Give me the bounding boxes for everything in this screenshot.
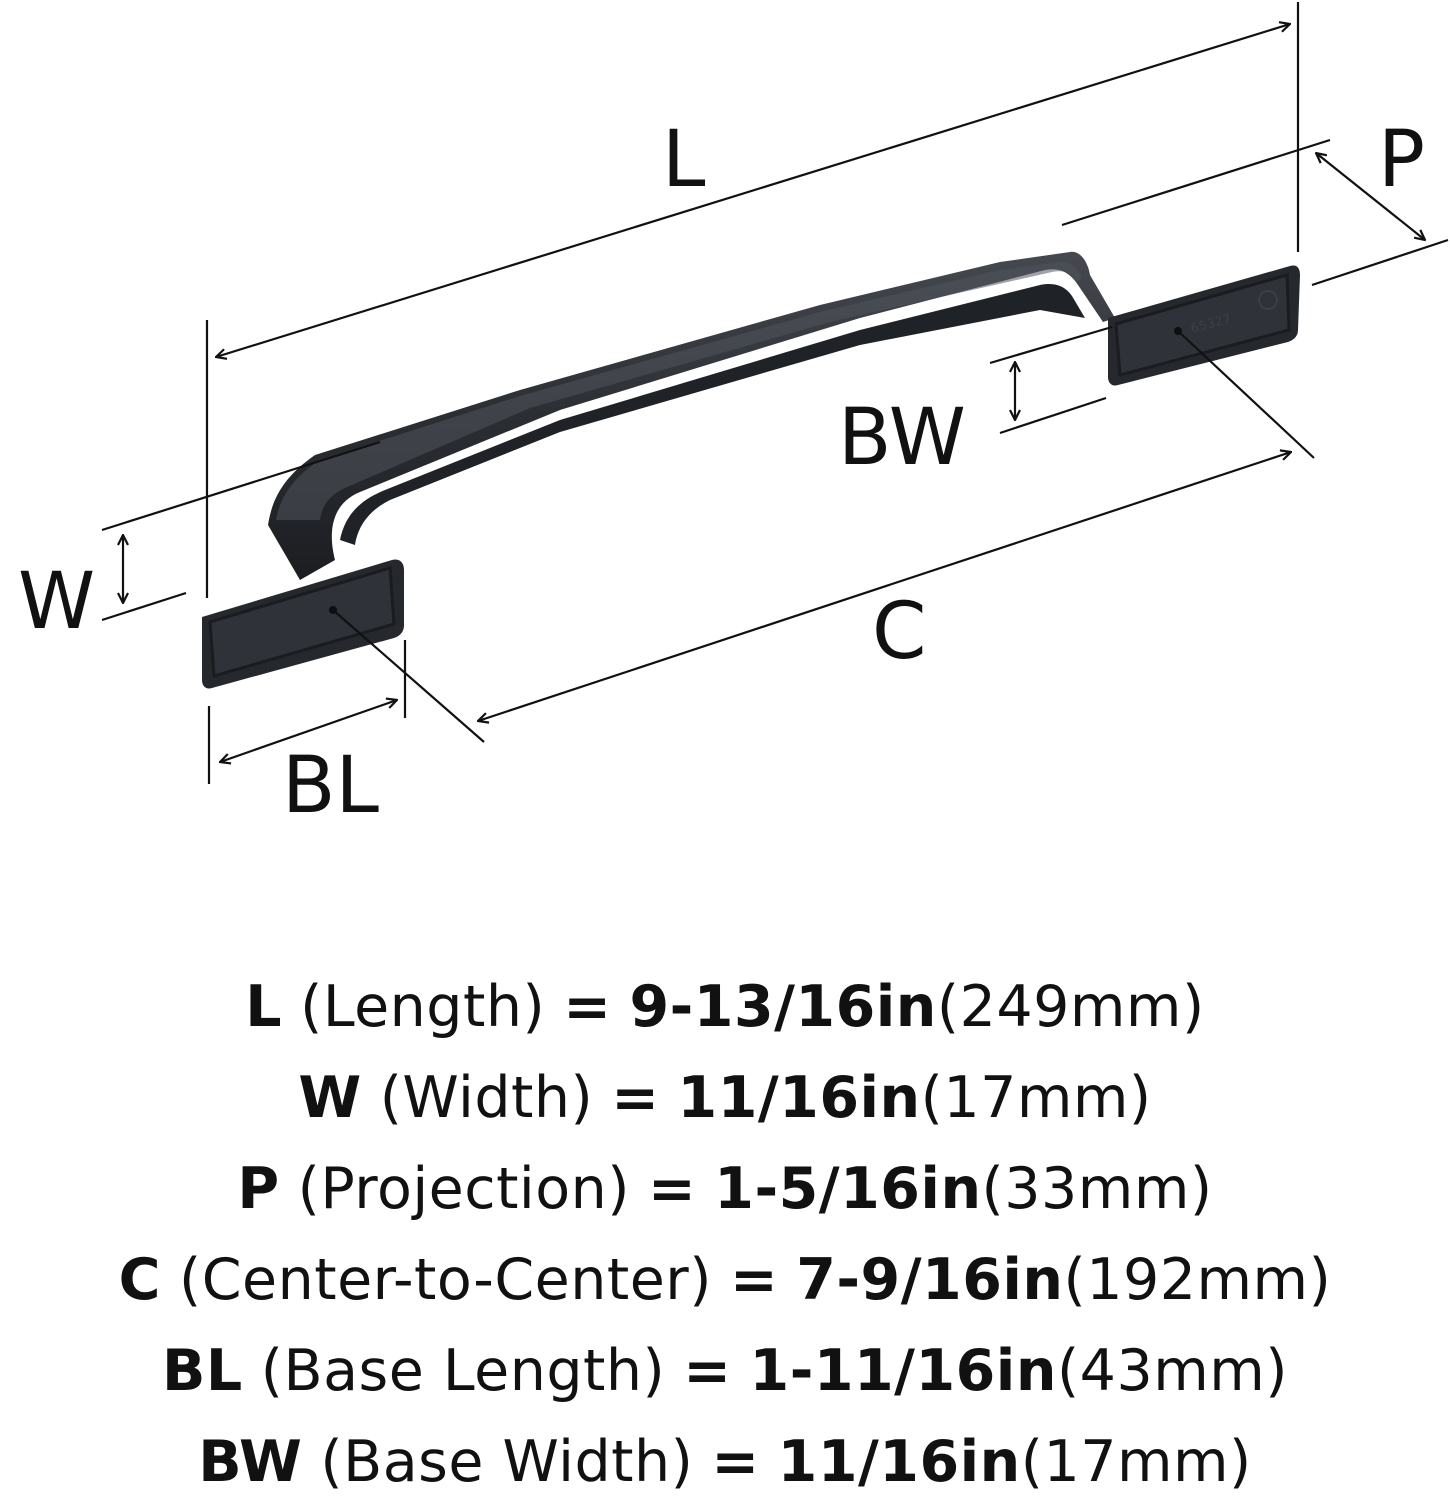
spec-code: W	[298, 1065, 362, 1131]
bw-extension-top	[989, 325, 1113, 365]
w-extension-top	[101, 440, 381, 532]
l-dimension-arrow	[216, 24, 1290, 357]
spec-row-center-to-center: C (Center-to-Center) = 7-9/16in (192mm)	[0, 1235, 1450, 1326]
spec-inches: 11/16in	[677, 1065, 921, 1131]
spec-code: BW	[198, 1429, 303, 1495]
label-bl: BL	[282, 741, 380, 831]
spec-name: (Base Width)	[320, 1429, 694, 1495]
spec-equals: =	[729, 1247, 779, 1313]
spec-code: P	[237, 1156, 280, 1222]
spec-name: (Projection)	[297, 1156, 631, 1222]
spec-code: BL	[161, 1338, 243, 1404]
w-extension-bottom	[101, 591, 187, 622]
spec-row-length: L (Length) = 9-13/16in (249mm)	[0, 962, 1450, 1053]
spec-equals: =	[563, 974, 612, 1040]
p-extension-bottom	[1311, 238, 1449, 287]
c-dimension-arrow	[478, 452, 1291, 721]
spec-name: (Center-to-Center)	[179, 1247, 712, 1313]
label-p: P	[1378, 115, 1425, 205]
spec-inches: 11/16in	[777, 1429, 1021, 1495]
spec-equals: =	[683, 1338, 732, 1404]
spec-row-width: W (Width) = 11/16in (17mm)	[0, 1053, 1450, 1144]
spec-inches: 9-13/16in	[629, 974, 937, 1040]
spec-millimeters: (43mm)	[1056, 1338, 1288, 1404]
spec-inches: 1-11/16in	[749, 1338, 1057, 1404]
spec-equals: =	[611, 1065, 660, 1131]
label-l: L	[662, 115, 706, 205]
dimension-lines	[101, 2, 1449, 784]
label-bw: BW	[838, 393, 966, 483]
bw-extension-bottom	[999, 396, 1107, 435]
spec-millimeters: (192mm)	[1063, 1247, 1332, 1313]
spec-row-base-length: BL (Base Length) = 1-11/16in (43mm)	[0, 1326, 1450, 1417]
spec-row-projection: P (Projection) = 1-5/16in (33mm)	[0, 1144, 1450, 1235]
dimension-diagram: 65327 L P BW W C	[18, 2, 1449, 831]
spec-millimeters: (17mm)	[1020, 1429, 1252, 1495]
spec-name: (Width)	[379, 1065, 594, 1131]
spec-row-base-width: BW (Base Width) = 11/16in (17mm)	[0, 1417, 1450, 1508]
spec-code: L	[245, 974, 283, 1040]
spec-millimeters: (249mm)	[936, 974, 1205, 1040]
c-extension-right	[1177, 330, 1315, 459]
c-extension-left	[332, 609, 485, 743]
spec-equals: =	[711, 1429, 760, 1495]
spec-inches: 7-9/16in	[796, 1247, 1064, 1313]
handle-left-base-face	[208, 566, 396, 678]
p-dimension-arrow	[1316, 153, 1425, 240]
spec-name: (Base Length)	[260, 1338, 666, 1404]
dimension-spec-list: L (Length) = 9-13/16in (249mm) W (Width)…	[0, 962, 1450, 1508]
spec-code: C	[118, 1247, 162, 1313]
spec-inches: 1-5/16in	[714, 1156, 982, 1222]
spec-millimeters: (33mm)	[981, 1156, 1213, 1222]
label-w: W	[18, 557, 95, 647]
spec-millimeters: (17mm)	[920, 1065, 1152, 1131]
spec-equals: =	[648, 1156, 697, 1222]
p-extension-top	[1061, 138, 1331, 227]
cabinet-pull-handle: 65327	[202, 251, 1300, 689]
dimension-labels: L P BW W C BL	[18, 115, 1425, 831]
spec-name: (Length)	[300, 974, 546, 1040]
label-c: C	[872, 587, 926, 677]
bl-dimension-arrow	[220, 700, 397, 762]
